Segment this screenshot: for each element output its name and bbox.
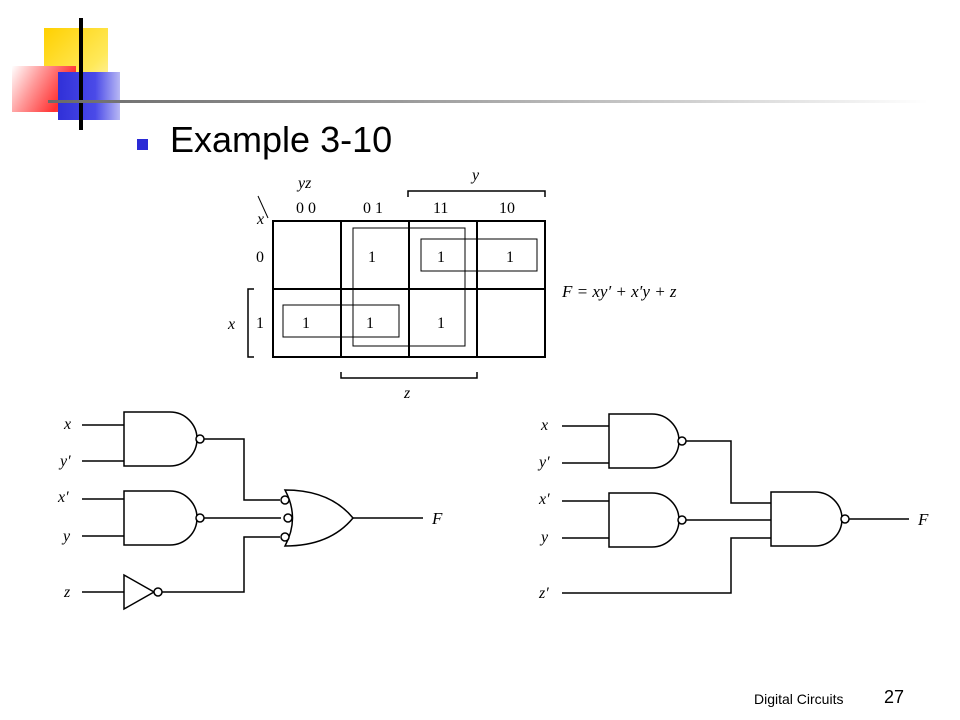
inversion-bubble xyxy=(280,495,290,505)
circuit-right-input-zprime: z′ xyxy=(538,585,549,602)
inversion-bubble xyxy=(280,532,290,542)
kmap-corner-vars: yz xyxy=(296,175,312,192)
kmap-cell-x1-yz11: 1 xyxy=(437,315,445,332)
kmap-row-var: x xyxy=(256,211,264,228)
decor-blue-square xyxy=(58,72,120,120)
inversion-bubble xyxy=(840,514,850,524)
nand-gate xyxy=(608,492,680,548)
kmap-cell-x1-yz01: 1 xyxy=(366,315,374,332)
circuit-left-input-xprime: x′ xyxy=(57,489,69,506)
slide-title: Example 3-10 xyxy=(170,119,393,160)
kmap-cell-x0-yz11: 1 xyxy=(437,249,445,266)
nand-gate xyxy=(123,490,198,546)
title-rule xyxy=(48,100,928,103)
kmap-col-header: 10 xyxy=(499,200,515,217)
kmap-row-header: 0 xyxy=(256,249,264,266)
kmap-cell-x0-yz10: 1 xyxy=(506,249,514,266)
or-gate xyxy=(283,489,354,547)
nand-gate-3input xyxy=(770,491,843,547)
kmap-group-xprime-y xyxy=(420,238,538,272)
kmap-cell-x1-yz00: 1 xyxy=(302,315,310,332)
inverter-gate xyxy=(123,573,156,611)
wire xyxy=(686,440,771,504)
karnaugh-map: yz x 0 0 0 1 11 10 0 1 1 1 1 1 1 1 y x z xyxy=(227,167,677,402)
kmap-col-header: 0 1 xyxy=(363,200,383,217)
circuit-right-input-yprime: y′ xyxy=(537,454,550,471)
kmap-bracket-y-label: y xyxy=(470,167,480,184)
circuit-right: x y′ x′ y z′ F xyxy=(537,413,929,602)
wire xyxy=(162,536,280,593)
kmap-group-x-yprime xyxy=(282,304,400,338)
kmap-bracket-z xyxy=(340,372,478,379)
circuit-left-input-x: x xyxy=(63,416,71,433)
kmap-col-header: 11 xyxy=(433,200,448,217)
nand-gate xyxy=(608,413,680,469)
inversion-bubble xyxy=(195,434,205,444)
circuit-right-input-y: y xyxy=(539,529,549,546)
kmap-bracket-x-label: x xyxy=(227,316,235,333)
bullet-icon xyxy=(137,139,148,150)
kmap-bracket-y xyxy=(407,190,546,197)
nand-gate xyxy=(123,411,198,467)
circuit-right-input-x: x xyxy=(540,417,548,434)
kmap-row-header: 1 xyxy=(256,315,264,332)
decor-vertical-line xyxy=(79,18,83,130)
kmap-cell-x0-yz01: 1 xyxy=(368,249,376,266)
kmap-corner-diagonal xyxy=(257,195,269,219)
kmap-group-z xyxy=(352,227,466,347)
circuit-left: x y′ x′ y z F xyxy=(57,411,443,611)
inversion-bubble xyxy=(677,436,687,446)
inversion-bubble xyxy=(195,513,205,523)
circuit-left-input-y: y xyxy=(61,528,71,545)
kmap-col-header: 0 0 xyxy=(296,200,316,217)
kmap-bracket-x xyxy=(247,288,254,358)
page-number: 27 xyxy=(884,687,905,707)
circuit-left-output: F xyxy=(431,509,443,528)
inversion-bubble xyxy=(283,513,293,523)
kmap-function: F = xy′ + x′y + z xyxy=(561,282,677,301)
wire xyxy=(562,537,771,594)
circuit-right-input-xprime: x′ xyxy=(538,491,550,508)
inversion-bubble xyxy=(677,515,687,525)
circuit-left-input-yprime: y′ xyxy=(58,453,71,470)
footer-label: Digital Circuits xyxy=(754,691,844,707)
circuit-left-input-z: z xyxy=(63,584,71,601)
inversion-bubble xyxy=(153,587,163,597)
kmap-bracket-z-label: z xyxy=(403,385,411,402)
circuit-right-output: F xyxy=(917,510,929,529)
wire xyxy=(204,438,280,501)
